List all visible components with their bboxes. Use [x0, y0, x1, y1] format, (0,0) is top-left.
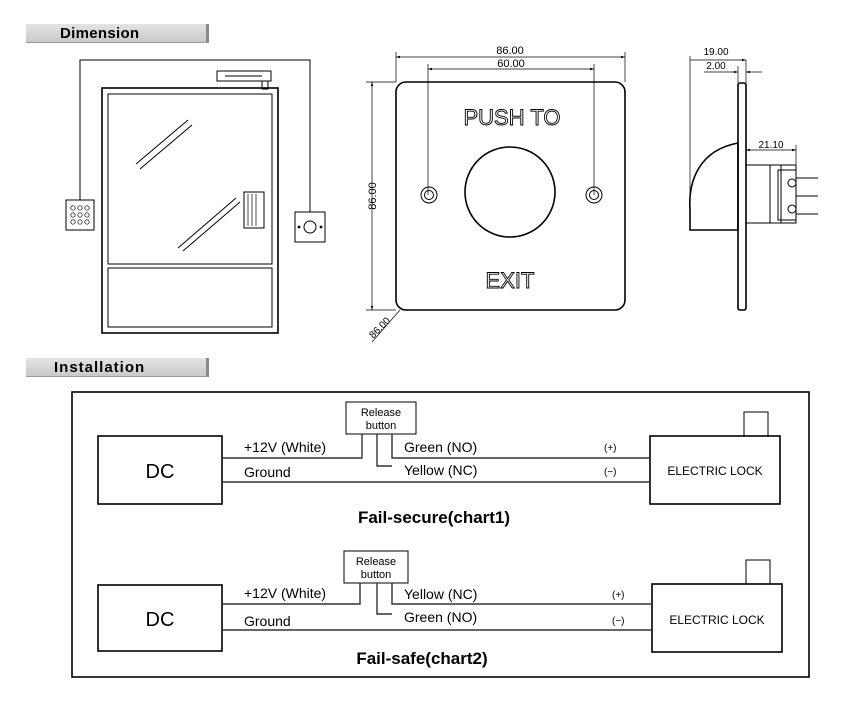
chart-1-caption: Fail-secure(chart1) [358, 508, 510, 527]
door-handle [243, 191, 265, 229]
release-label-2: button [361, 569, 392, 581]
electric-lock-label: ELECTRIC LOCK [667, 464, 762, 478]
wiring-chart-1: DC ELECTRIC LOCK Release button +12V (Wh… [97, 401, 781, 527]
dc-label: DC [146, 609, 175, 631]
dc-power-box [97, 435, 223, 505]
wire-upper-label: Yellow (NC) [404, 586, 477, 602]
installation-section-tab: Installation [26, 358, 209, 377]
wiring-chart-2: DC ELECTRIC LOCK Release button +12V (Wh… [97, 550, 783, 668]
wire-lower-label: Yellow (NC) [404, 462, 477, 478]
dc-label: DC [146, 461, 175, 483]
door-lock-icon [216, 70, 272, 82]
wire-ground-label: Ground [244, 613, 291, 629]
wire-upper-label: Green (NO) [404, 439, 477, 455]
electric-lock-box [651, 583, 783, 653]
wire-positive-label: +12V (White) [244, 585, 326, 601]
release-label-1: Release [356, 556, 396, 568]
side-body-label: 21.10 [758, 140, 783, 151]
installation-frame [71, 391, 810, 678]
front-view: 86.00 60.00 86.00 86.00 PUSH TO EXIT [366, 45, 626, 343]
exit-text: EXIT [486, 268, 535, 293]
minus-label: (−) [604, 467, 617, 478]
side-plate-label: 2.00 [706, 61, 726, 72]
push-button [464, 146, 556, 238]
release-button-box [345, 401, 417, 435]
release-label-2: button [366, 420, 397, 432]
push-to-text: PUSH TO [464, 105, 561, 130]
side-depth-label: 19.00 [703, 47, 728, 58]
keypad-buttons [70, 205, 90, 225]
plus-label: (+) [612, 590, 625, 601]
wire-lower-label: Green (NO) [404, 609, 477, 625]
dc-power-box [97, 584, 223, 652]
door-illustration [65, 59, 326, 334]
electric-lock-label: ELECTRIC LOCK [669, 613, 764, 627]
front-inner-width-label: 60.00 [497, 58, 525, 70]
minus-label: (−) [612, 616, 625, 627]
dimension-title: Dimension [60, 25, 140, 42]
installation-title: Installation [54, 359, 146, 376]
front-width-label: 86.00 [496, 45, 524, 57]
wire-ground-label: Ground [244, 464, 291, 480]
keypad-icon [65, 199, 95, 231]
exit-button-icon [294, 211, 326, 243]
chart-2-caption: Fail-safe(chart2) [356, 649, 487, 668]
lock-terminal [743, 411, 769, 437]
plus-label: (+) [604, 443, 617, 454]
wire-positive-label: +12V (White) [244, 439, 326, 455]
front-height-label: 86.00 [367, 182, 379, 210]
dimension-section-tab: Dimension [26, 24, 209, 43]
side-view: 19.00 2.00 21.10 [689, 47, 818, 311]
release-label-1: Release [361, 407, 401, 419]
electric-lock-box [649, 435, 781, 505]
release-button-box [343, 550, 409, 584]
front-depth-label: 86.00 [367, 315, 393, 341]
lock-terminal [745, 559, 771, 585]
